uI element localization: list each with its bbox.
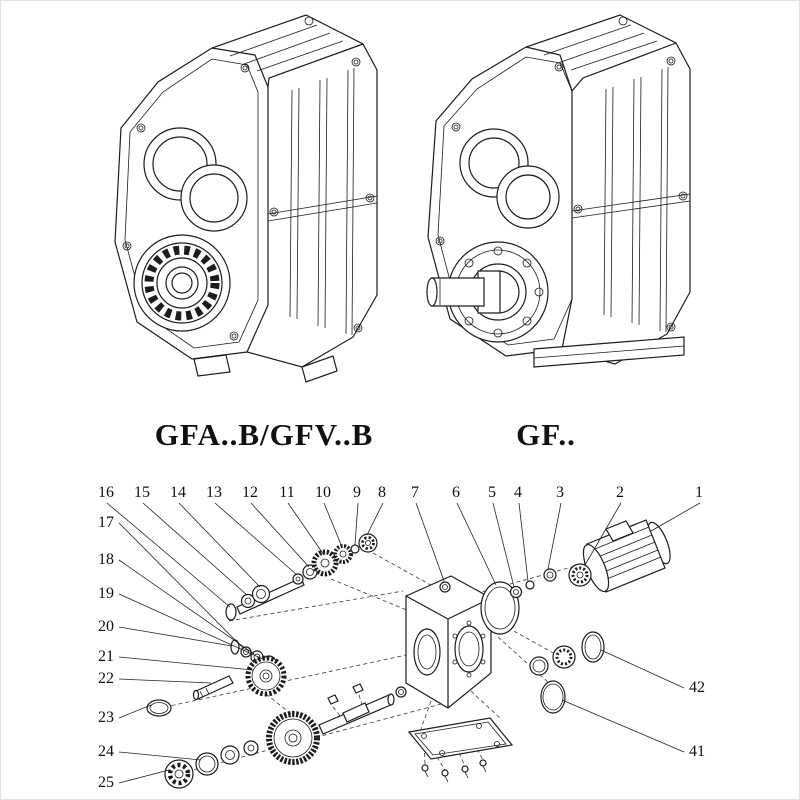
part-number-8: 8 xyxy=(378,484,386,501)
part-number-24: 24 xyxy=(98,743,114,760)
intermediate-gear-group xyxy=(146,639,287,717)
ball-bearing xyxy=(358,533,378,553)
vent-plug xyxy=(439,581,451,593)
input-bore-circles xyxy=(143,127,248,232)
part-number-9: 9 xyxy=(353,484,361,501)
spacer xyxy=(292,573,304,585)
part-number-17: 17 xyxy=(98,514,114,531)
part-number-5: 5 xyxy=(488,484,496,501)
part-number-10: 10 xyxy=(315,484,331,501)
part-number-14: 14 xyxy=(170,484,186,501)
part-number-22: 22 xyxy=(98,670,114,687)
retaining-ring xyxy=(240,593,256,609)
part-number-2: 2 xyxy=(616,484,624,501)
key-pin xyxy=(352,683,364,694)
exploded-parts-diagram: 16 15 14 13 12 11 10 9 8 7 6 5 4 3 2 1 1… xyxy=(98,484,705,791)
part-number-19: 19 xyxy=(98,585,114,602)
cover-plate xyxy=(407,717,514,760)
part-number-3: 3 xyxy=(556,484,564,501)
model-label-gf: GF.. xyxy=(516,417,576,452)
output-gear xyxy=(266,711,320,765)
part-number-11: 11 xyxy=(279,484,294,501)
input-shaft-group xyxy=(225,533,378,621)
part-number-7: 7 xyxy=(411,484,419,501)
output-shaft xyxy=(426,270,501,314)
small-gear xyxy=(333,544,353,564)
gearbox-drawing-gf xyxy=(426,14,691,368)
part-number-16: 16 xyxy=(98,484,114,501)
output-gear-group xyxy=(164,683,407,789)
part-number-20: 20 xyxy=(98,618,114,635)
mounting-feet xyxy=(193,354,338,383)
output-bearing xyxy=(133,234,231,332)
cooling-ribs xyxy=(543,24,691,333)
washer xyxy=(509,585,523,599)
part-number-1: 1 xyxy=(695,484,703,501)
part-number-41: 41 xyxy=(689,743,705,760)
corner-bolts xyxy=(122,16,363,341)
leader-lines xyxy=(106,502,701,784)
washer xyxy=(302,564,318,580)
corner-bolts xyxy=(435,16,676,332)
input-bore-circles xyxy=(459,128,560,229)
seal-ring xyxy=(230,639,240,655)
nut xyxy=(525,580,535,590)
shim-ring xyxy=(581,631,605,663)
part-number-25: 25 xyxy=(98,774,114,791)
cover-plate-group xyxy=(407,717,514,783)
bushing xyxy=(543,568,557,582)
spacer xyxy=(243,740,259,756)
motor xyxy=(568,519,671,593)
washer xyxy=(220,745,240,765)
key-pin xyxy=(327,694,339,705)
model-label-gfab: GFA..B/GFV..B xyxy=(154,417,374,452)
gasket-ring xyxy=(480,581,520,635)
cooling-ribs xyxy=(229,24,378,336)
part-number-6: 6 xyxy=(452,484,460,501)
part-number-23: 23 xyxy=(98,709,114,726)
gear-housing xyxy=(405,575,492,709)
part-numbers: 16 15 14 13 12 11 10 9 8 7 6 5 4 3 2 1 1… xyxy=(98,484,705,791)
part-number-18: 18 xyxy=(98,551,114,568)
part-number-15: 15 xyxy=(134,484,150,501)
gasket-and-fasteners xyxy=(480,568,557,635)
part-number-21: 21 xyxy=(98,648,114,665)
spacer xyxy=(350,544,360,554)
base-rail xyxy=(533,336,685,368)
part-number-4: 4 xyxy=(514,484,522,501)
washer xyxy=(251,584,271,604)
right-rings-group xyxy=(529,631,605,714)
part-number-13: 13 xyxy=(206,484,222,501)
seal-ring xyxy=(540,680,566,714)
intermediate-shaft xyxy=(193,675,234,700)
gearbox-drawing-gfab xyxy=(114,14,378,383)
motor-junction-box xyxy=(605,520,634,542)
part-number-42: 42 xyxy=(689,679,705,696)
pinion-gear xyxy=(311,549,339,577)
cover-screws xyxy=(421,759,487,783)
part-number-12: 12 xyxy=(242,484,258,501)
shaft-ring xyxy=(395,686,407,698)
seal-ring xyxy=(225,603,237,621)
intermediate-gear xyxy=(245,655,287,697)
